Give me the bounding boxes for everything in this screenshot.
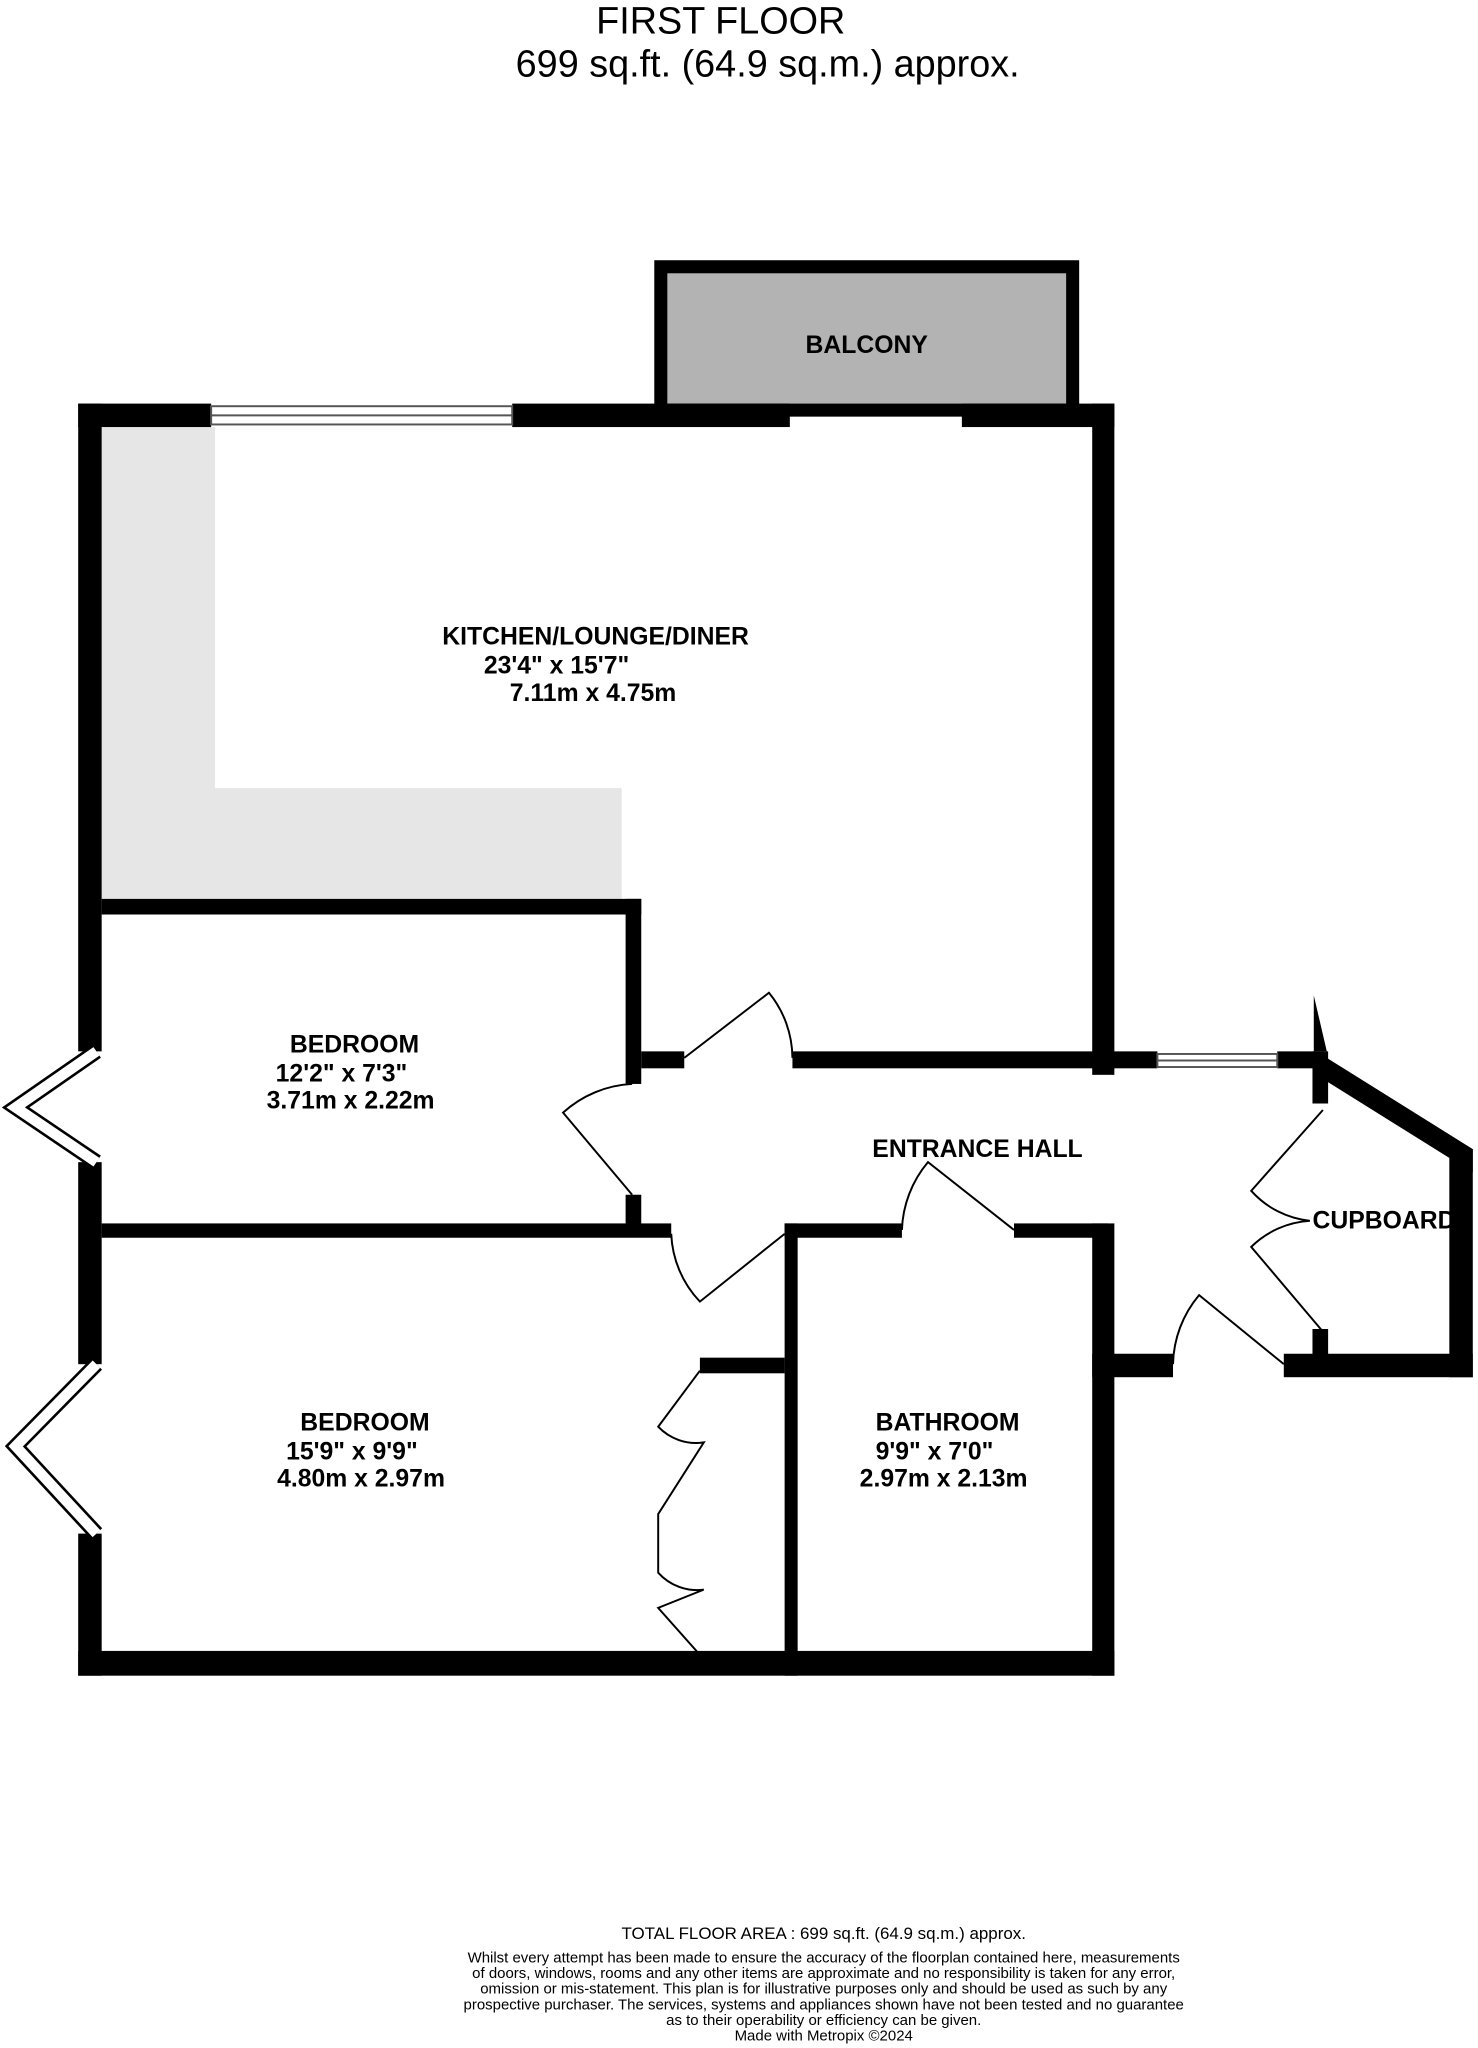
total-floor-area: TOTAL FLOOR AREA : 699 sq.ft. (64.9 sq.m… — [621, 1924, 1025, 1943]
room-kitchen-imperial: 23'4" x 15'7" — [484, 652, 629, 679]
windows — [1, 405, 1279, 1539]
footer: TOTAL FLOOR AREA : 699 sq.ft. (64.9 sq.m… — [464, 1924, 1184, 2045]
room-entrance-hall: ENTRANCE HALL — [872, 1136, 1082, 1163]
metropix-credit: Made with Metropix ©2024 — [735, 2028, 913, 2045]
floor-area: 699 sq.ft. (64.9 sq.m.) approx. — [516, 43, 1020, 85]
room-bathroom-imperial: 9'9" x 7'0" — [876, 1438, 994, 1465]
room-kitchen-name: KITCHEN/LOUNGE/DINER — [442, 624, 749, 651]
balcony — [654, 260, 1080, 417]
room-bedroom2-metric: 4.80m x 2.97m — [277, 1466, 445, 1493]
room-labels: BALCONY KITCHEN/LOUNGE/DINER 23'4" x 15'… — [267, 332, 1456, 1493]
disclaimer-line: omission or mis-statement. This plan is … — [480, 1981, 1167, 1998]
kitchen-units — [101, 427, 622, 899]
floor-title: FIRST FLOOR — [596, 0, 845, 42]
room-bedroom1-imperial: 12'2" x 7'3" — [276, 1060, 408, 1087]
walls — [78, 403, 1473, 1676]
disclaimer-line: as to their operability or efficiency ca… — [666, 2012, 981, 2029]
room-bedroom1-name: BEDROOM — [290, 1032, 419, 1059]
room-cupboard: CUPBOARD — [1312, 1208, 1455, 1235]
room-kitchen-metric: 7.11m x 4.75m — [510, 680, 677, 707]
disclaimer-line: Whilst every attempt has been made to en… — [468, 1949, 1180, 1966]
room-bedroom2-name: BEDROOM — [300, 1410, 429, 1437]
room-bedroom2-imperial: 15'9" x 9'9" — [286, 1438, 418, 1465]
door-swings — [561, 991, 1324, 1656]
room-bathroom-metric: 2.97m x 2.13m — [860, 1466, 1028, 1493]
room-bathroom-name: BATHROOM — [876, 1410, 1020, 1437]
room-balcony: BALCONY — [806, 332, 929, 359]
disclaimer-line: of doors, windows, rooms and any other i… — [472, 1965, 1175, 1982]
disclaimer-line: prospective purchaser. The services, sys… — [464, 1996, 1184, 2013]
room-bedroom1-metric: 3.71m x 2.22m — [267, 1088, 435, 1115]
